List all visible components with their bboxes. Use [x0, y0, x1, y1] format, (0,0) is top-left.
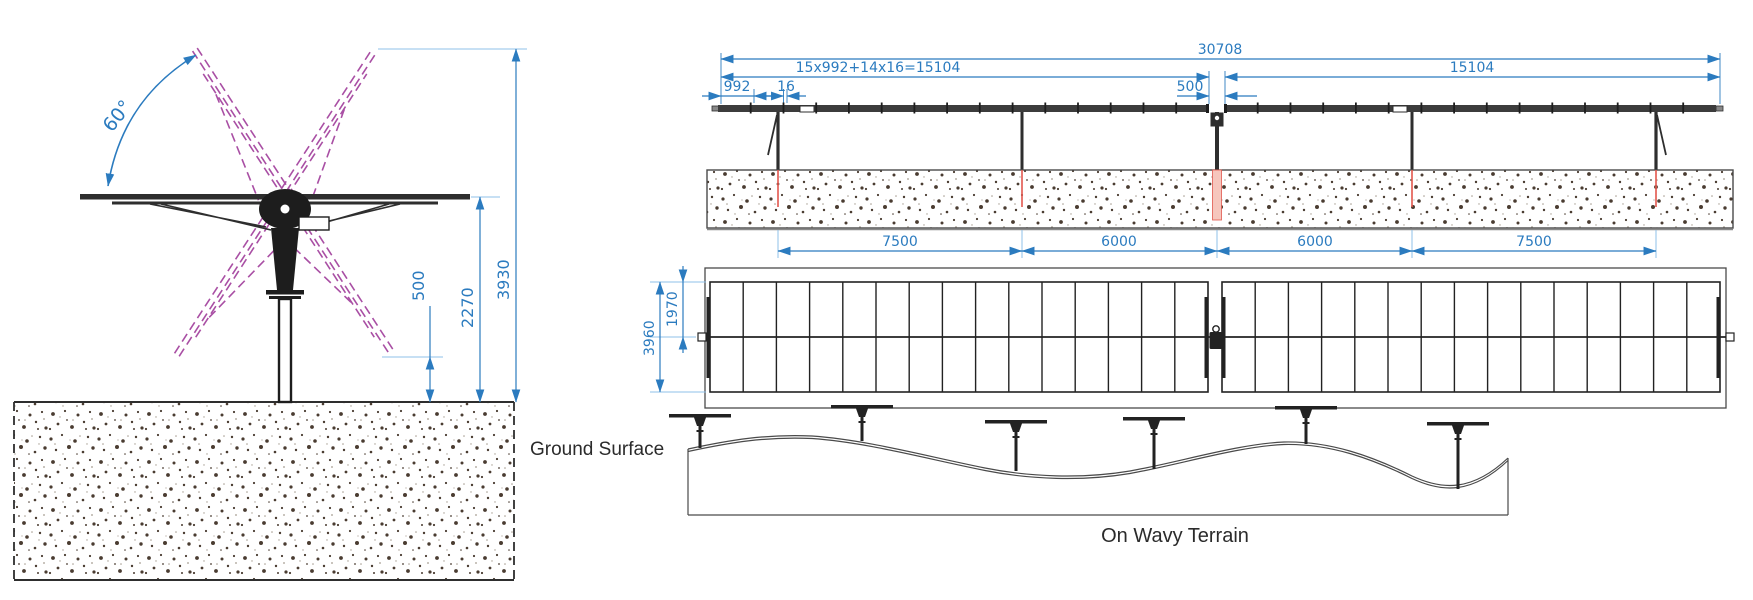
terrain-outline [687, 435, 1509, 516]
post-5-damper [1656, 114, 1667, 156]
mini-tracker-3 [985, 420, 1047, 471]
flange-plate-bottom [269, 296, 301, 299]
plan-drive-motor [1209, 325, 1223, 349]
mini-tracker-2 [831, 405, 893, 441]
dim-right-row-width: 15104 [1450, 60, 1495, 76]
side-view-foundation [13, 401, 515, 581]
dim-module-gap: 16 [777, 79, 795, 95]
side-view-dimensions: 500 2270 3930 [378, 48, 527, 403]
mini-tracker-4 [1123, 417, 1185, 469]
dim-total-width: 30708 [1198, 42, 1243, 58]
torque-tube-axis [280, 204, 290, 214]
panel-row-right [1225, 105, 1716, 112]
single-tracker-side-view: 60° 500 2270 3930 [13, 47, 527, 581]
wavy-terrain-caption: On Wavy Terrain [1101, 525, 1249, 547]
tube-end-cap-left [711, 105, 720, 112]
dim-row-gap: 500 [1177, 79, 1204, 95]
dim-span-1: 7500 [882, 234, 918, 250]
plan-tube-cap-right [1725, 332, 1735, 342]
panel-row-left [718, 105, 1209, 112]
module-ticks-right [1256, 102, 1685, 114]
wavy-terrain-view: Ground Surface On Wavy Terrain [530, 405, 1509, 547]
dim-hub-height: 2270 [458, 287, 477, 328]
drive-motor [298, 216, 330, 231]
flange-plate-top [266, 290, 304, 295]
tube-end-cap-right [1715, 105, 1724, 112]
post [277, 297, 293, 404]
tube-clamp-box-right [1392, 105, 1408, 113]
dim-ground-clearance: 500 [409, 270, 428, 301]
dim-max-height: 3930 [494, 259, 513, 300]
row-front-elevation: 30708 15x992+14x16=15104 15104 992 16 50… [702, 42, 1734, 258]
embedded-piles [777, 170, 1657, 207]
elevation-panel-row [711, 102, 1724, 114]
dim-span-4: 7500 [1516, 234, 1552, 250]
elevation-posts [767, 112, 1667, 170]
foundation-concrete [14, 402, 514, 580]
angle-arc [105, 54, 197, 187]
row-plan-view: 3960 1970 [642, 266, 1735, 409]
module-ticks-left [749, 102, 1178, 114]
tube-clamp-box-left [799, 105, 815, 113]
mini-tracker-6 [1427, 422, 1489, 489]
plan-tube-cap-left [697, 332, 707, 342]
dim-left-row-formula: 15x992+14x16=15104 [796, 60, 961, 76]
drive-pile-highlight [1212, 169, 1222, 221]
dim-module-width: 992 [724, 79, 751, 95]
ground-surface-label: Ground Surface [530, 439, 664, 460]
tilt-angle-dimension: 60° [99, 54, 197, 187]
post-1-damper [767, 114, 778, 156]
post-spacing-dimension: 7500 6000 6000 7500 [777, 230, 1657, 258]
dim-table-width: 3960 [642, 320, 658, 356]
dim-span-2: 6000 [1101, 234, 1137, 250]
ground-wave-line [687, 435, 1509, 486]
dim-span-3: 6000 [1297, 234, 1333, 250]
tracker-machine [80, 189, 470, 404]
dim-half-table-width: 1970 [665, 291, 681, 327]
support-arms [149, 203, 401, 231]
slew-drive-body [271, 228, 299, 290]
elevation-foundation-strip [706, 169, 1734, 231]
mini-tracker-5 [1275, 406, 1337, 444]
angle-label: 60° [99, 96, 137, 136]
plan-dimensions: 3960 1970 [642, 266, 706, 393]
terrain-trackers [669, 405, 1489, 489]
mini-tracker-1 [669, 414, 731, 448]
plan-edge-stiffeners [706, 297, 1720, 378]
